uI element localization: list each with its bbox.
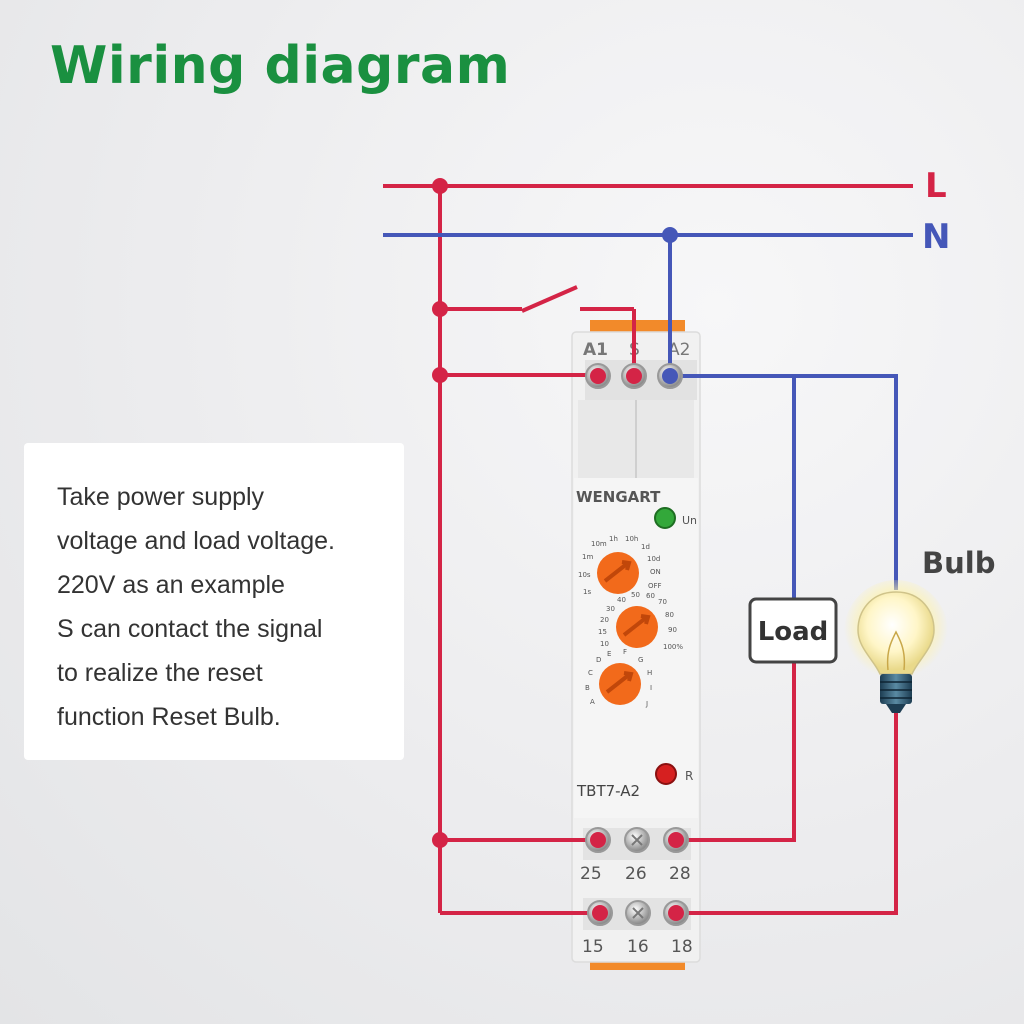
neutral-wires <box>383 233 913 600</box>
svg-text:1h: 1h <box>609 535 618 543</box>
svg-text:H: H <box>647 669 652 677</box>
svg-text:OFF: OFF <box>648 582 662 590</box>
load-box <box>748 597 838 664</box>
terminal-screws <box>585 363 689 926</box>
svg-text:1s: 1s <box>583 588 591 596</box>
svg-text:I: I <box>650 684 652 692</box>
dial-percent-scale: 10 15 20 30 40 50 60 70 80 90 100% <box>598 591 683 651</box>
bulb-label: Bulb <box>922 546 995 580</box>
info-box: Take power supply voltage and load volta… <box>24 443 404 760</box>
load-label: Load <box>758 617 829 647</box>
brand-label: WENGART <box>576 488 661 506</box>
model-label: TBT7-A2 <box>576 782 640 800</box>
info-line: to realize the reset <box>57 659 263 687</box>
info-line: S can contact the signal <box>57 615 323 643</box>
svg-text:C: C <box>588 669 593 677</box>
bulb-icon <box>844 580 948 713</box>
svg-text:G: G <box>638 656 643 664</box>
svg-text:20: 20 <box>600 616 609 624</box>
svg-text:F: F <box>623 648 627 656</box>
terminal-label-16: 16 <box>627 937 649 957</box>
svg-text:10s: 10s <box>578 571 591 579</box>
info-line: Take power supply <box>57 483 265 511</box>
power-led <box>654 507 676 529</box>
page-title: Wiring diagram <box>50 36 511 96</box>
svg-text:1m: 1m <box>582 553 593 561</box>
dial-range-scale: 1s 10s 1m 10m 1h 10h 1d 10d ON OFF <box>578 535 662 596</box>
terminal-label-18: 18 <box>671 937 693 957</box>
svg-text:J: J <box>645 700 648 708</box>
svg-text:40: 40 <box>617 596 626 604</box>
svg-text:70: 70 <box>658 598 667 606</box>
svg-text:10h: 10h <box>625 535 638 543</box>
info-line: 220V as an example <box>57 571 285 599</box>
svg-text:A: A <box>590 698 595 706</box>
power-led-label: Un <box>682 514 697 527</box>
svg-text:30: 30 <box>606 605 615 613</box>
terminal-label-26: 26 <box>625 864 647 884</box>
svg-text:E: E <box>607 650 611 658</box>
terminal-label-25: 25 <box>580 864 602 884</box>
svg-text:D: D <box>596 656 601 664</box>
svg-text:80: 80 <box>665 611 674 619</box>
info-line: voltage and load voltage. <box>57 527 335 555</box>
junction-dots <box>432 178 678 848</box>
svg-text:100%: 100% <box>663 643 683 651</box>
svg-text:15: 15 <box>598 628 607 636</box>
neutral-label: N <box>922 217 950 257</box>
svg-text:10m: 10m <box>591 540 607 548</box>
dial-mode-scale: A B C D E F G H I J <box>585 648 652 708</box>
svg-text:50: 50 <box>631 591 640 599</box>
terminal-label-a1: A1 <box>583 340 608 360</box>
terminal-label-a2: A2 <box>668 340 690 360</box>
terminal-label-28: 28 <box>669 864 691 884</box>
info-line: function Reset Bulb. <box>57 703 281 731</box>
relay-led <box>655 763 677 785</box>
live-label: L <box>925 166 947 206</box>
svg-text:90: 90 <box>668 626 677 634</box>
terminal-label-15: 15 <box>582 937 604 957</box>
svg-text:10: 10 <box>600 640 609 648</box>
svg-text:B: B <box>585 684 590 692</box>
dial-range[interactable] <box>597 552 639 594</box>
svg-text:60: 60 <box>646 592 655 600</box>
svg-text:ON: ON <box>650 568 661 576</box>
wire-connection-dots <box>590 368 684 921</box>
relay-led-label: R <box>685 769 693 783</box>
dial-percent[interactable] <box>616 606 658 648</box>
dial-mode[interactable] <box>599 663 641 705</box>
svg-text:10d: 10d <box>647 555 660 563</box>
svg-text:1d: 1d <box>641 543 650 551</box>
